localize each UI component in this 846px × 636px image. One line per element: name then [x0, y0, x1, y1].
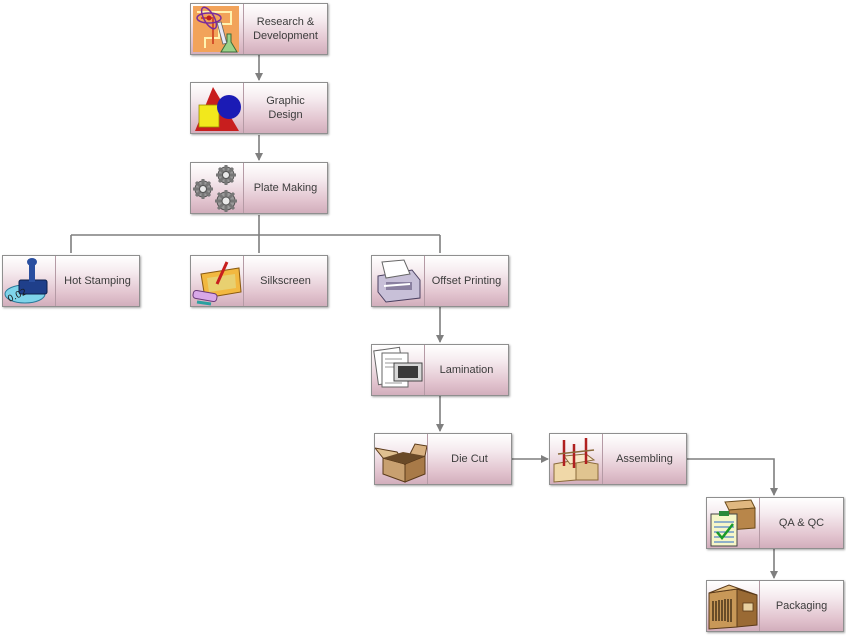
node-label: Lamination — [440, 363, 494, 377]
node-hot-stamping[interactable]: 0.02 Hot Stamping — [2, 255, 140, 307]
node-label: Silkscreen — [260, 274, 311, 288]
open-box-icon — [375, 434, 428, 484]
node-label: Research & Development — [253, 15, 318, 43]
shipping-box-icon — [707, 581, 760, 631]
node-graphic-design[interactable]: Graphic Design — [190, 82, 328, 134]
checklist-box-icon — [707, 498, 760, 548]
shapes-icon — [191, 83, 244, 133]
node-label: Assembling — [616, 452, 673, 466]
edge-assembling-qa — [687, 459, 774, 495]
boxes-assembly-icon — [550, 434, 603, 484]
research-atom-icon — [191, 4, 244, 54]
node-label: Offset Printing — [432, 274, 502, 288]
gears-icon — [191, 163, 244, 213]
node-die-cut[interactable]: Die Cut — [374, 433, 512, 485]
node-label: Hot Stamping — [64, 274, 131, 288]
node-label: Plate Making — [254, 181, 318, 195]
node-label: Die Cut — [451, 452, 488, 466]
node-packaging[interactable]: Packaging — [706, 580, 844, 632]
printer-icon — [372, 256, 425, 306]
node-qa-qc[interactable]: QA & QC — [706, 497, 844, 549]
node-plate-making[interactable]: Plate Making — [190, 162, 328, 214]
node-offset-printing[interactable]: Offset Printing — [371, 255, 509, 307]
node-label: QA & QC — [779, 516, 824, 530]
node-lamination[interactable]: Lamination — [371, 344, 509, 396]
node-label: Packaging — [776, 599, 827, 613]
rubber-stamp-icon: 0.02 — [3, 256, 56, 306]
node-label: Graphic Design — [248, 94, 323, 122]
node-research-development[interactable]: Research & Development — [190, 3, 328, 55]
node-silkscreen[interactable]: Silkscreen — [190, 255, 328, 307]
edge-plate-branch — [71, 215, 440, 253]
laminated-documents-icon — [372, 345, 425, 395]
node-assembling[interactable]: Assembling — [549, 433, 687, 485]
paint-roller-icon — [191, 256, 244, 306]
